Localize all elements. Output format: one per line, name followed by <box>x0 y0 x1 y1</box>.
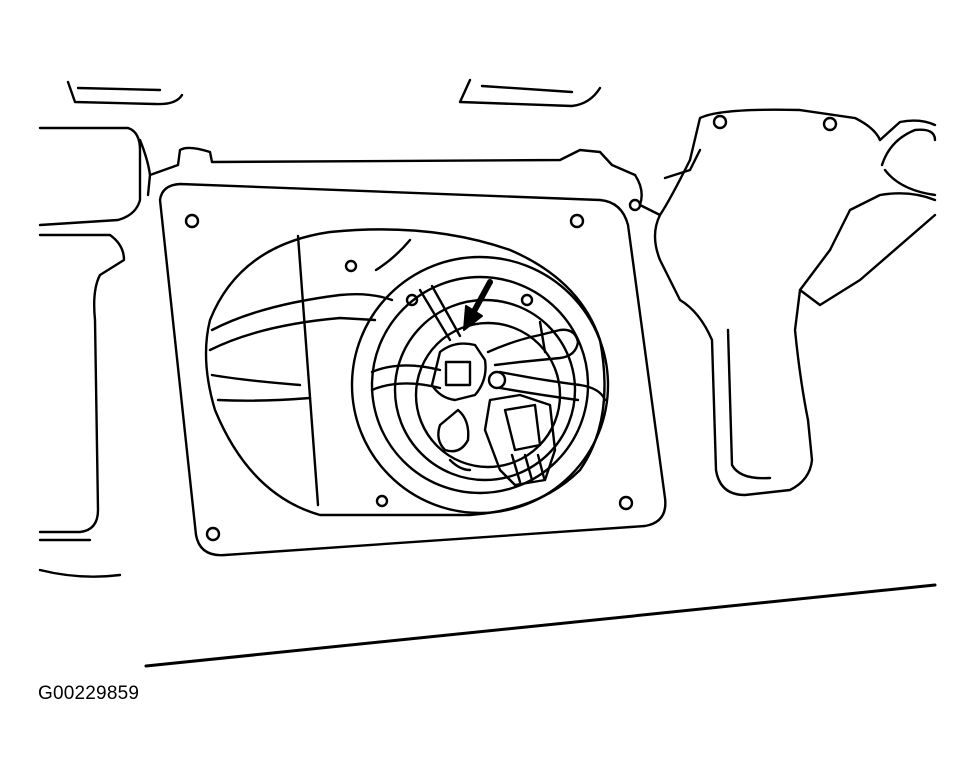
floor-panel <box>38 78 937 578</box>
fuel-pump-assembly <box>204 228 610 517</box>
ground-line <box>144 583 937 668</box>
access-plate <box>158 182 667 557</box>
figure-id: G00229859 <box>38 683 140 704</box>
arrow-icon <box>463 279 493 331</box>
